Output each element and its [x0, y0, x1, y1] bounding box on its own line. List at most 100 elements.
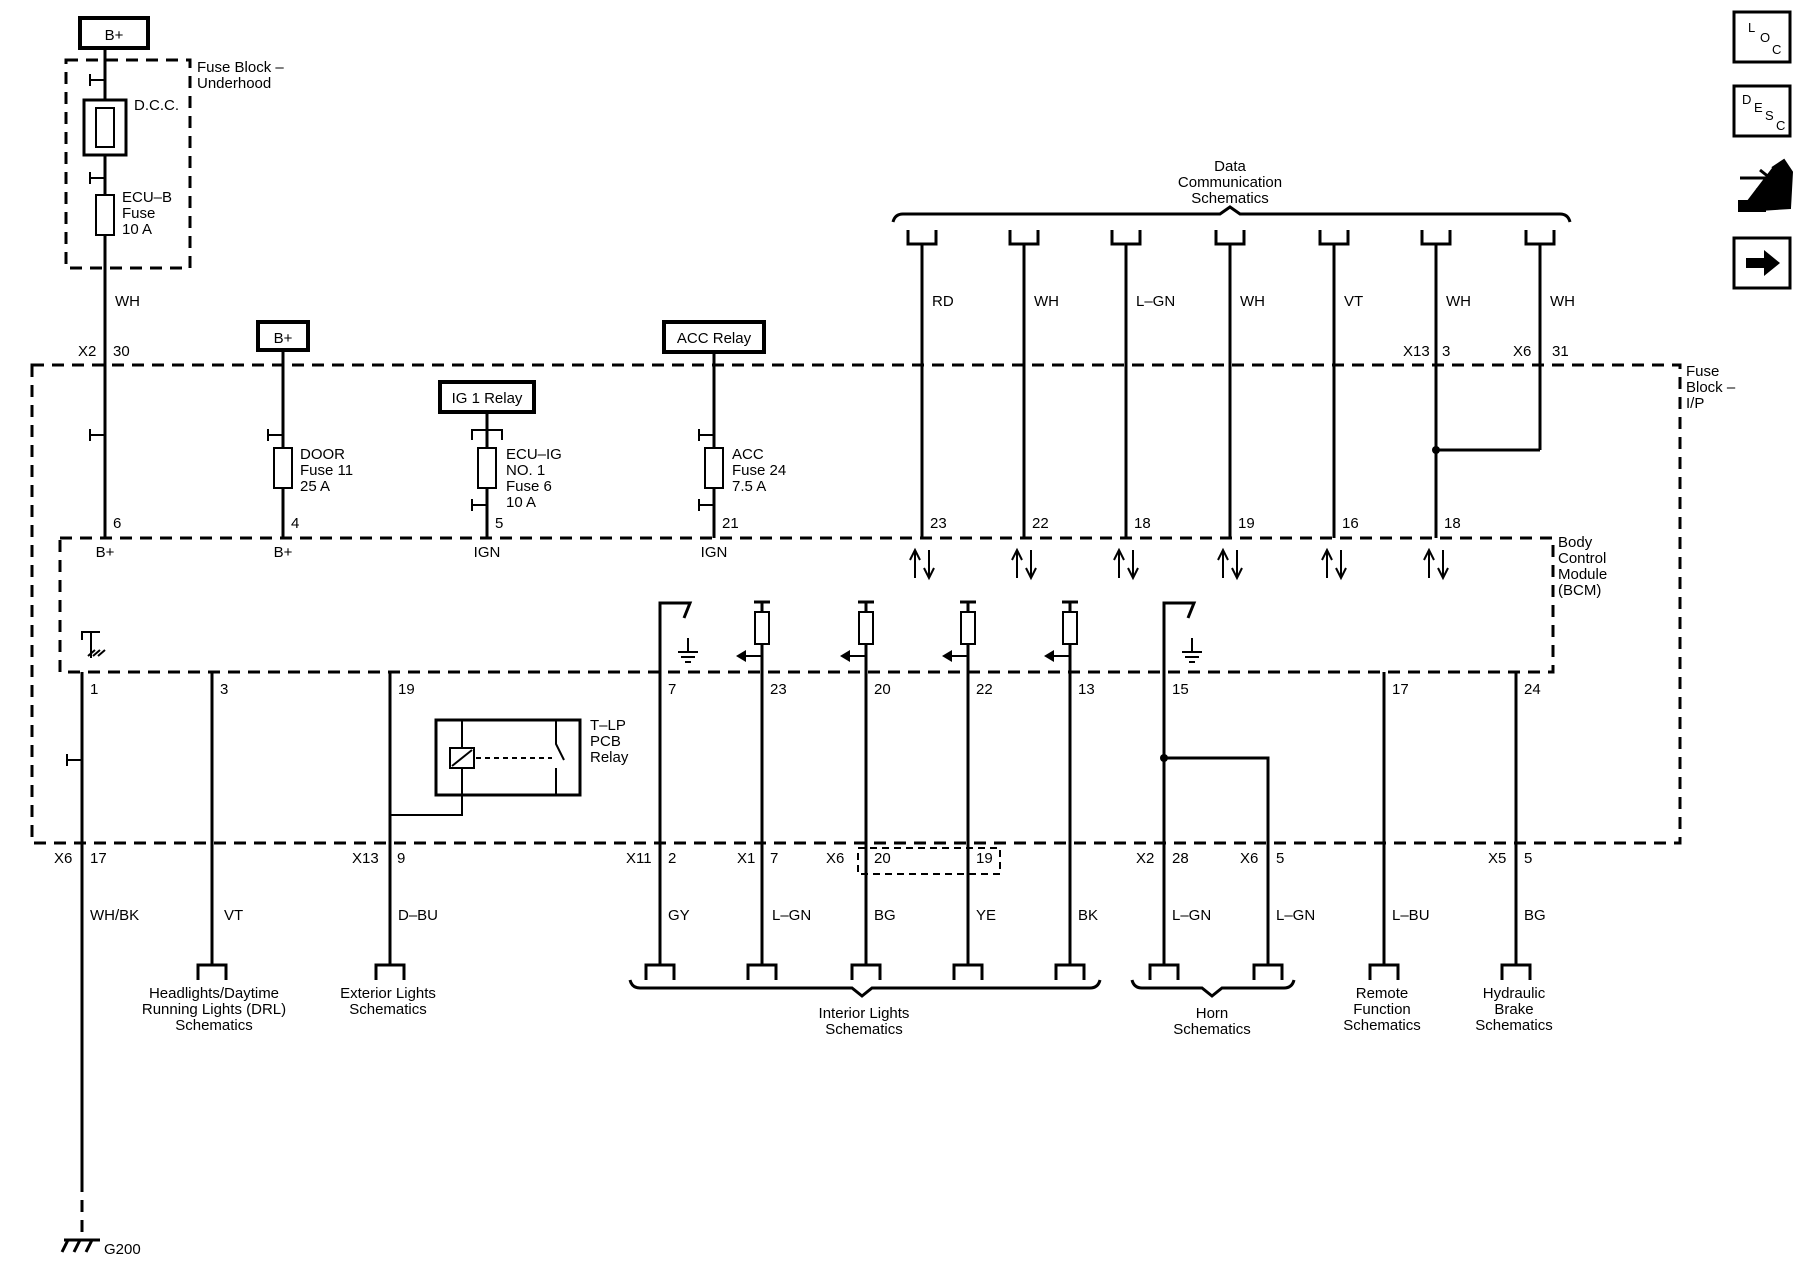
conn-x2-label: X2	[1136, 850, 1154, 867]
dest-interior: Interior Lights Schematics	[628, 979, 1102, 1038]
door-fuse-label-2: Fuse 11	[300, 462, 353, 479]
next-page-button[interactable]	[1732, 236, 1792, 290]
bcm-out-pin-1: 1	[90, 681, 98, 698]
dest-exterior-2: Schematics	[349, 1001, 427, 1018]
bus-tap-icon	[698, 429, 714, 441]
wire-color-label: D–BU	[398, 907, 438, 924]
ecu-ig-label-1: ECU–IG	[506, 446, 562, 463]
bidirectional-arrow-icon	[1423, 547, 1449, 581]
wire-color-label: BK	[1078, 907, 1098, 924]
data-comm-circuit: WH	[1524, 230, 1575, 450]
bcm-pin-4: 4	[291, 515, 299, 532]
bcm-label-3: Module	[1558, 566, 1607, 583]
dest-horn-2: Schematics	[1173, 1021, 1251, 1038]
data-comm-label-2: Communication	[1178, 174, 1282, 191]
connector-x2: X2	[78, 343, 96, 360]
interior-brace	[628, 979, 1102, 998]
conn-x13-label: X13	[352, 850, 379, 867]
bcm-out-pin-7: 7	[668, 681, 676, 698]
dest-headlights-2: Running Lights (DRL)	[142, 1001, 286, 1018]
loc-button[interactable]: L O C	[1732, 10, 1792, 64]
terminal-connector-icon	[196, 963, 228, 980]
wire-color-label: YE	[976, 907, 996, 924]
dest-horn-1: Horn	[1196, 1005, 1229, 1022]
desc-d: D	[1742, 92, 1751, 107]
data-comm-label-3: Schematics	[1191, 190, 1269, 207]
bcm-label-2: Control	[1558, 550, 1606, 567]
ecu-b-fuse-icon	[95, 194, 115, 236]
connector-view-button[interactable]	[1738, 158, 1794, 212]
conn-x6-pin: 17	[90, 850, 107, 867]
relay-label-2: PCB	[590, 733, 621, 750]
wire-color-rd: RD	[932, 293, 954, 310]
bcm-pin-18: 18	[1134, 515, 1151, 532]
b-plus-label-ip: B+	[274, 330, 293, 347]
loc-c: C	[1772, 42, 1781, 57]
ground-icon	[1182, 638, 1202, 663]
bidirectional-arrow-icon	[1011, 547, 1037, 581]
fuse-tap-icon	[89, 74, 105, 86]
switch-icon	[658, 601, 693, 672]
bcm-out-pin-3: 3	[220, 681, 228, 698]
dest-exterior: Exterior Lights Schematics	[340, 985, 436, 1018]
wire-color-vt: VT	[1344, 293, 1363, 310]
desc-button[interactable]: D E S C	[1732, 84, 1792, 138]
bcm-input-ign-1: IGN	[474, 544, 501, 561]
terminal-connector-icon	[1008, 230, 1040, 246]
ground-label-g200: G200	[104, 1241, 141, 1258]
acc-relay-supply: ACC Relay	[662, 320, 766, 354]
horn-brace	[1130, 979, 1296, 998]
terminal-connector-icon	[1214, 230, 1246, 246]
wrench-icon	[1738, 200, 1766, 212]
data-comm-brace	[891, 205, 1572, 223]
bcm-pin-21: 21	[722, 515, 739, 532]
b-plus-supply-ip: B+	[256, 320, 310, 352]
conn-x6-label: X6	[54, 850, 72, 867]
fuse-block-ip-label-2: Block –	[1686, 379, 1736, 396]
conn-x2-pin: 28	[1172, 850, 1189, 867]
ground-icon	[678, 638, 698, 663]
ecu-ig-label-4: 10 A	[506, 494, 536, 511]
bidirectional-arrow-icon	[1321, 547, 1347, 581]
fuse-block-underhood-label-2: Underhood	[197, 75, 271, 92]
connector-x13: X13	[1403, 343, 1430, 360]
wire-color-wh: WH	[1034, 293, 1059, 310]
conn-x6-5-label: X6	[1240, 850, 1258, 867]
bcm-driver-group	[736, 600, 1078, 672]
bcm-pin-6: 6	[113, 515, 121, 532]
desc-e: E	[1754, 100, 1763, 115]
ig1-relay-label: IG 1 Relay	[452, 390, 523, 407]
conn-pin-19: 19	[976, 850, 993, 867]
bcm-label-4: (BCM)	[1558, 582, 1601, 599]
wire-color-label: L–GN	[1276, 907, 1315, 924]
terminal-connector-icon	[1110, 230, 1142, 246]
dest-horn: Horn Schematics	[1130, 979, 1296, 1038]
fuse-block-ip-label-3: I/P	[1686, 395, 1704, 412]
bcm-input-b-plus-1: B+	[96, 544, 115, 561]
conn-x6-5-pin: 5	[1276, 850, 1284, 867]
dest-hydraulic-1: Hydraulic	[1483, 985, 1546, 1002]
bcm-input-ign-2: IGN	[701, 544, 728, 561]
dest-exterior-1: Exterior Lights	[340, 985, 436, 1002]
conn-x11-label: X11	[626, 850, 652, 867]
bcm-pin-5: 5	[495, 515, 503, 532]
ecu-ig-label-2: NO. 1	[506, 462, 545, 479]
dest-headlights: Headlights/Daytime Running Lights (DRL) …	[142, 985, 286, 1034]
bus-tap-icon	[267, 429, 283, 441]
conn-x5-pin: 5	[1524, 850, 1532, 867]
dcc-fuse-icon	[82, 98, 128, 157]
bcm-out-pin-24: 24	[1524, 681, 1541, 698]
wire-color-label: GY	[668, 907, 690, 924]
terminal-connector-icon	[644, 963, 676, 980]
acc-fuse-label-2: Fuse 24	[732, 462, 786, 479]
ecu-ig-label-3: Fuse 6	[506, 478, 552, 495]
lower-terminal-connectors	[196, 963, 1532, 980]
acc-fuse-label-3: 7.5 A	[732, 478, 766, 495]
dest-hydraulic-2: Brake	[1494, 1001, 1533, 1018]
terminal-connector-icon	[906, 230, 938, 246]
